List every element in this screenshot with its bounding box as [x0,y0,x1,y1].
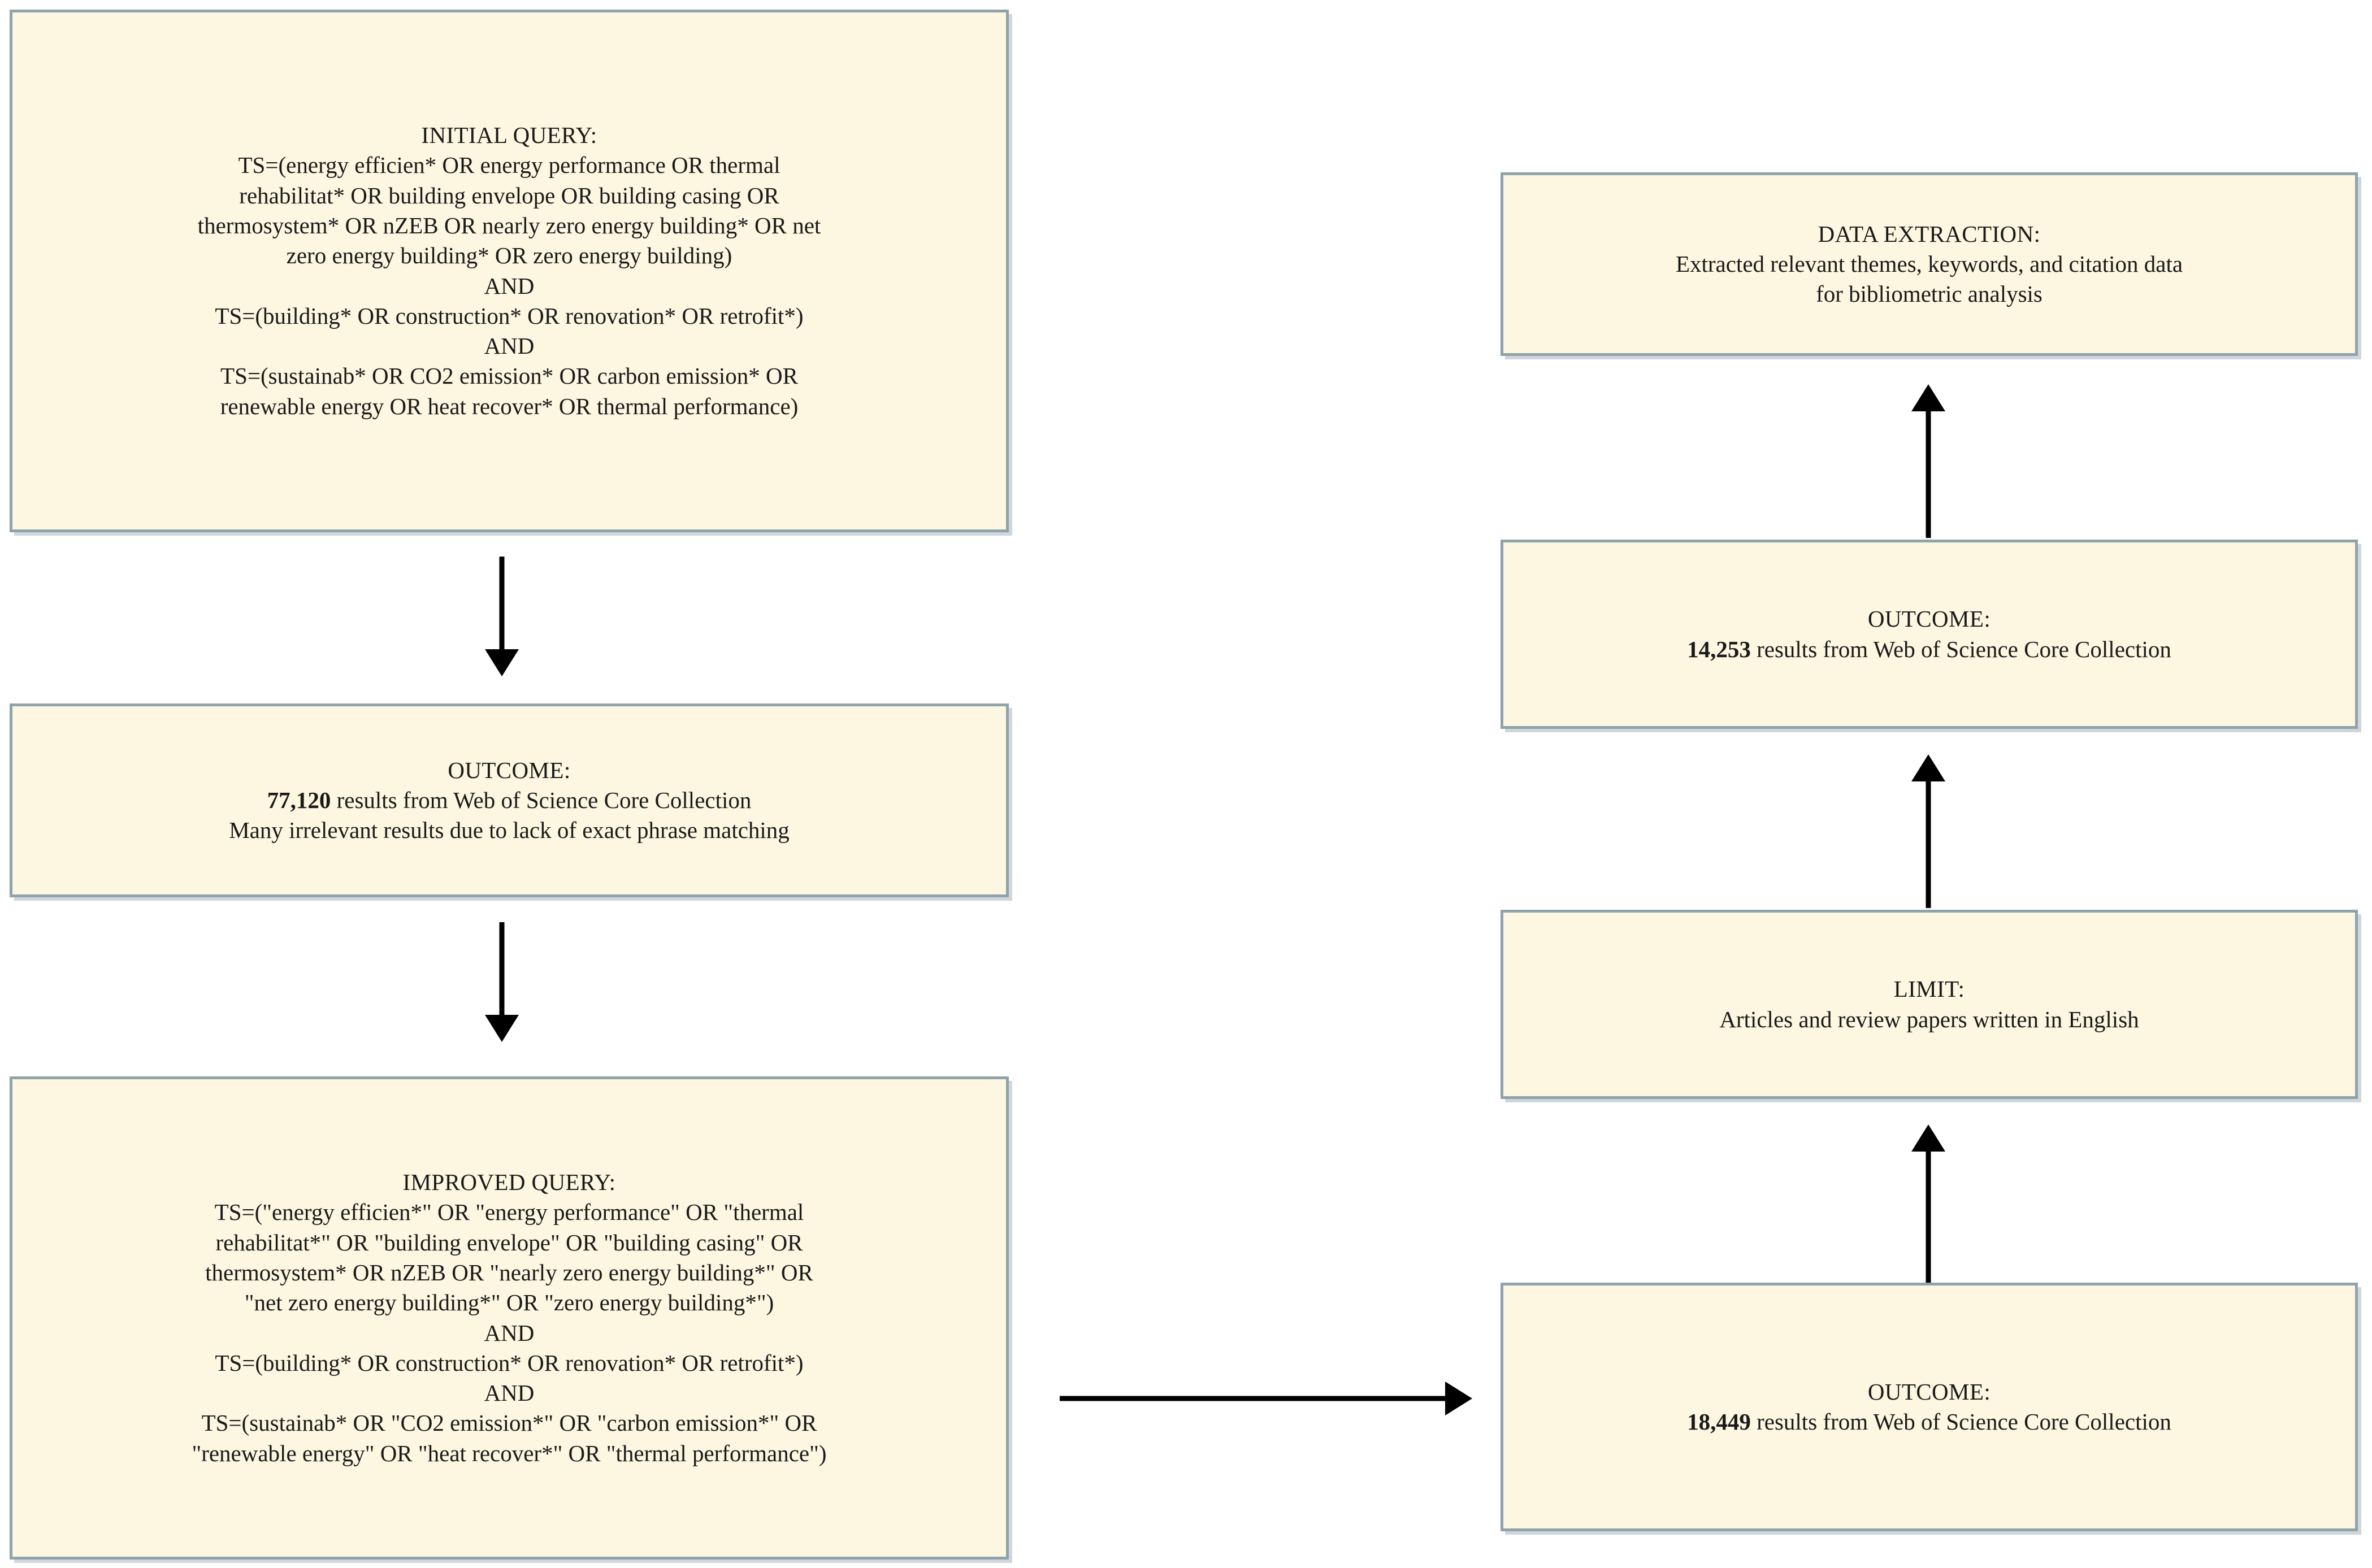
outcome-improved-count: 18,449 [1687,1409,1751,1435]
outcome-improved-count-line: 18,449 results from Web of Science Core … [1687,1407,2171,1437]
node-limit: LIMIT: Articles and review papers writte… [1501,910,2358,1099]
initial-query-line-6: TS=(building* OR construction* OR renova… [215,302,804,329]
outcome-initial-note: Many irrelevant results due to lack of e… [229,817,790,844]
arrow-head-right-icon [1445,1382,1472,1415]
node-data-extraction: DATA EXTRACTION: Extracted relevant them… [1501,172,2358,356]
arrow-shaft [1926,1149,1931,1284]
arrow-shaft [1926,409,1931,538]
node-initial-query: INITIAL QUERY: TS=(energy efficien* OR e… [10,10,1009,532]
limit-line: Articles and review papers written in En… [1719,1006,2139,1032]
data-extraction-title: DATA EXTRACTION: [1818,220,2041,247]
outcome-limited-title: OUTCOME: [1867,606,1991,632]
improved-query-line-8: TS=(sustainab* OR "CO2 emission*" OR "ca… [201,1410,817,1436]
node-outcome-initial: OUTCOME: 77,120 results from Web of Scie… [10,703,1009,897]
outcome-initial-title: OUTCOME: [448,757,571,783]
improved-query-line-9: "renewable energy" OR "heat recover*" OR… [192,1440,827,1466]
outcome-limited-count-suffix: results from Web of Science Core Collect… [1750,636,2171,662]
outcome-initial-count-line: 77,120 results from Web of Science Core … [267,785,752,815]
initial-query-line-8: TS=(sustainab* OR CO2 emission* OR carbo… [220,363,798,389]
arrow-head-down-icon [485,649,519,676]
arrow-outcome-to-improved-query [469,922,535,1042]
initial-query-line-2: rehabilitat* OR building envelope OR bui… [239,182,779,209]
arrow-shaft [499,557,505,651]
arrow-outcome-improved-to-limit [1896,1124,1961,1284]
improved-query-title: IMPROVED QUERY: [402,1169,616,1196]
arrow-outcome-limited-to-data-extraction [1896,384,1961,538]
initial-query-line-5: AND [484,272,535,299]
arrow-shaft [499,922,505,1017]
initial-query-title: INITIAL QUERY: [421,122,597,149]
arrow-improved-query-to-outcome [1060,1379,1472,1418]
improved-query-line-2: rehabilitat*" OR "building envelope" OR … [215,1229,803,1256]
arrow-initial-query-to-outcome [469,557,535,676]
initial-query-line-3: thermosystem* OR nZEB OR nearly zero ene… [197,212,821,238]
limit-title: LIMIT: [1893,976,1965,1002]
improved-query-line-5: AND [484,1319,535,1346]
improved-query-line-1: TS=("energy efficien*" OR "energy perfor… [214,1199,804,1226]
improved-query-line-3: thermosystem* OR nZEB OR "nearly zero en… [205,1259,813,1285]
data-extraction-line-1: Extracted relevant themes, keywords, and… [1675,250,2183,277]
arrow-limit-to-outcome-limited [1896,754,1961,908]
arrow-shaft [1926,779,1931,908]
outcome-limited-count: 14,253 [1687,636,1751,662]
node-outcome-limited: OUTCOME: 14,253 results from Web of Scie… [1501,540,2358,729]
outcome-limited-count-line: 14,253 results from Web of Science Core … [1687,635,2171,664]
arrow-shaft [1060,1396,1447,1401]
node-outcome-improved: OUTCOME: 18,449 results from Web of Scie… [1501,1283,2358,1531]
outcome-initial-count: 77,120 [267,787,331,813]
arrow-head-up-icon [1911,754,1945,781]
arrow-head-up-icon [1911,1124,1945,1152]
data-extraction-line-2: for bibliometric analysis [1816,281,2043,307]
initial-query-line-7: AND [484,333,535,359]
initial-query-line-9: renewable energy OR heat recover* OR the… [220,393,799,419]
improved-query-line-6: TS=(building* OR construction* OR renova… [215,1349,804,1376]
arrow-head-up-icon [1911,384,1945,411]
arrow-head-down-icon [485,1015,519,1042]
improved-query-line-7: AND [484,1380,535,1406]
improved-query-line-4: "net zero energy building*" OR "zero ene… [244,1289,774,1316]
outcome-initial-count-suffix: results from Web of Science Core Collect… [331,787,752,813]
outcome-improved-count-suffix: results from Web of Science Core Collect… [1750,1409,2171,1435]
outcome-improved-title: OUTCOME: [1867,1378,1991,1405]
node-improved-query: IMPROVED QUERY: TS=("energy efficien*" O… [10,1076,1009,1560]
initial-query-line-1: TS=(energy efficien* OR energy performan… [238,152,780,179]
initial-query-line-4: zero energy building* OR zero energy bui… [286,242,732,269]
